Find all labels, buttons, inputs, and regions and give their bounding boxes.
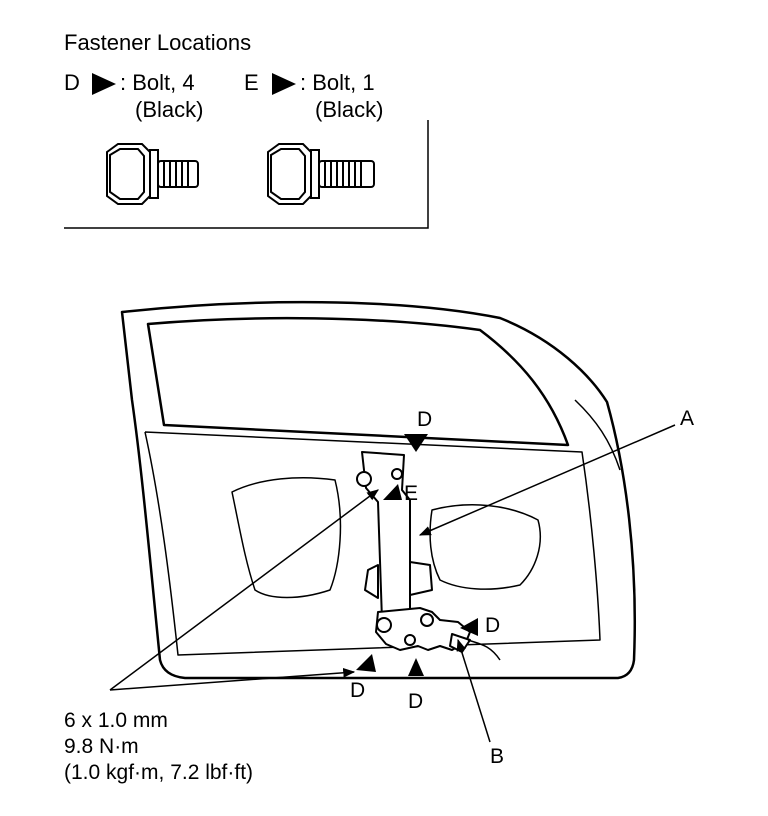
callout-d-top: D [417,408,432,431]
leader-torque-d [109,668,356,691]
legend-color-e: (Black) [315,97,383,122]
legend-letter-d: D [64,70,80,95]
legend-color-d: (Black) [135,97,203,122]
arrow-pointer-icon [272,73,296,95]
torque-size: 6 x 1.0 mm [64,709,168,732]
arrow-pointer-icon [92,73,116,95]
legend-letter-e: E [244,70,259,95]
callout-d-right: D [485,614,500,637]
fastener-legend: Fastener Locations D : Bolt, 4 (Black) E… [64,30,429,229]
pointer-d-right [460,618,478,636]
pointer-e [383,484,402,500]
regulator-bolts [356,468,434,646]
leader-torque-e [109,489,379,691]
callout-d-left: D [350,679,365,702]
legend-desc-d: : Bolt, 4 [120,70,195,95]
leader-b [456,638,491,743]
legend-title: Fastener Locations [64,30,251,55]
fastener-pointers [356,434,478,676]
bolt-d-icon [106,143,199,205]
bolt-e-icon [267,143,375,205]
legend-desc-e: : Bolt, 1 [300,70,375,95]
legend-frame [64,120,429,229]
callout-d-bottom: D [408,690,423,713]
pointer-d-top [404,434,428,452]
torque-spec: 6 x 1.0 mm 9.8 N·m (1.0 kgf·m, 7.2 lbf·f… [64,709,253,784]
leader-a [418,424,676,536]
regulator-cable [467,639,501,661]
callout-b: B [490,745,504,768]
pointer-d-bottom [408,658,424,676]
torque-alt: (1.0 kgf·m, 7.2 lbf·ft) [64,761,253,784]
callout-a: A [680,407,694,430]
pointer-d-left [356,654,376,672]
callout-e: E [404,482,418,505]
torque-nm: 9.8 N·m [64,735,139,758]
leader-lines [109,424,676,743]
